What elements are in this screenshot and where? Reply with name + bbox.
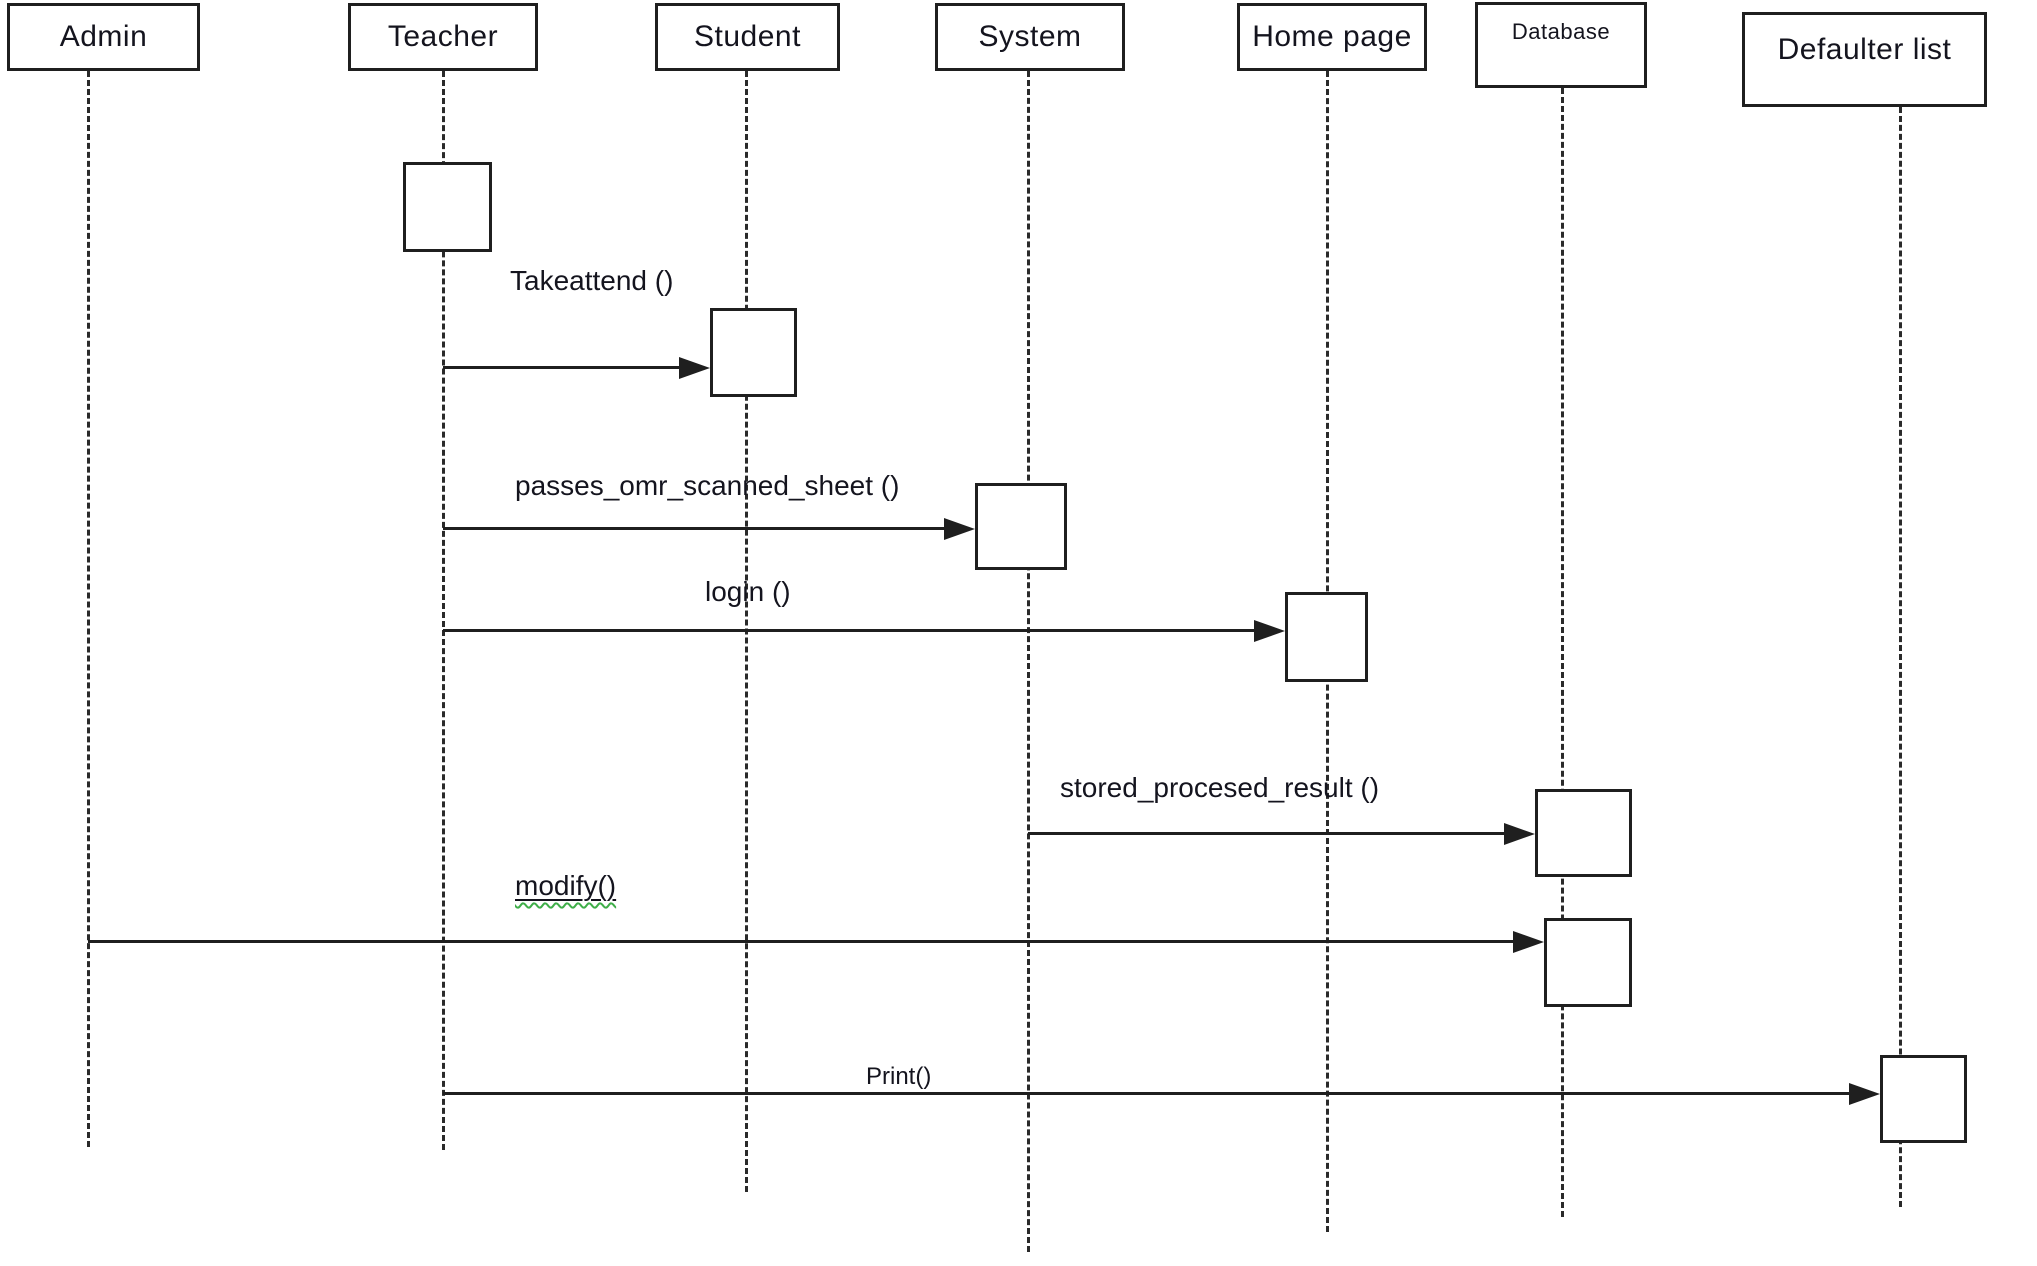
activation-database-2 [1544,918,1632,1007]
actor-label-student: Student [694,20,801,53]
arrowhead-icon [1254,620,1285,642]
actor-label-database: Database [1511,19,1611,44]
message-arrow-print [443,1092,1851,1095]
message-arrow-stored-result [1028,832,1506,835]
actor-label-teacher: Teacher [387,20,499,53]
message-arrow-login [443,629,1256,632]
actor-box-defaulter-list: Defaulter list [1742,12,1987,107]
activation-student [710,308,797,397]
message-arrow-takeattend [443,366,681,369]
activation-home-page [1285,592,1368,682]
message-label-login: login () [705,576,791,607]
arrowhead-icon [1504,823,1535,845]
actor-box-student: Student [655,3,840,71]
actor-box-home-page: Home page [1237,3,1427,71]
actor-label-defaulter-list: Defaulter list [1777,33,1952,66]
lifeline-defaulter-list [1899,107,1902,1207]
actor-label-system: System [978,20,1082,53]
arrowhead-icon [1513,931,1544,953]
lifeline-teacher [442,71,445,1150]
message-label-modify: modify() [515,870,616,902]
message-arrow-passes-omr [443,527,946,530]
arrowhead-icon [1849,1083,1880,1105]
spellcheck-squiggle: modify() [515,870,617,901]
arrowhead-icon [679,357,710,379]
activation-teacher [403,162,492,252]
message-label-print: Print() [866,1063,932,1090]
activation-database-1 [1535,789,1632,877]
actor-box-system: System [935,3,1125,71]
lifeline-database [1561,88,1564,1217]
arrowhead-icon [944,518,975,540]
message-label-stored-result: stored_procesed_result () [1060,772,1380,803]
actor-box-teacher: Teacher [348,3,538,71]
lifeline-admin [87,71,90,1147]
activation-defaulter-list [1880,1055,1967,1143]
activation-system [975,483,1067,570]
actor-box-admin: Admin [7,3,200,71]
message-arrow-modify [88,940,1515,943]
lifeline-system [1027,71,1030,1252]
message-label-takeattend: Takeattend () [510,265,674,296]
actor-box-database: Database [1475,2,1647,88]
message-label-passes-omr: passes_omr_scanned_sheet () [515,470,900,501]
actor-label-home-page: Home page [1252,20,1412,53]
actor-label-admin: Admin [59,20,148,53]
